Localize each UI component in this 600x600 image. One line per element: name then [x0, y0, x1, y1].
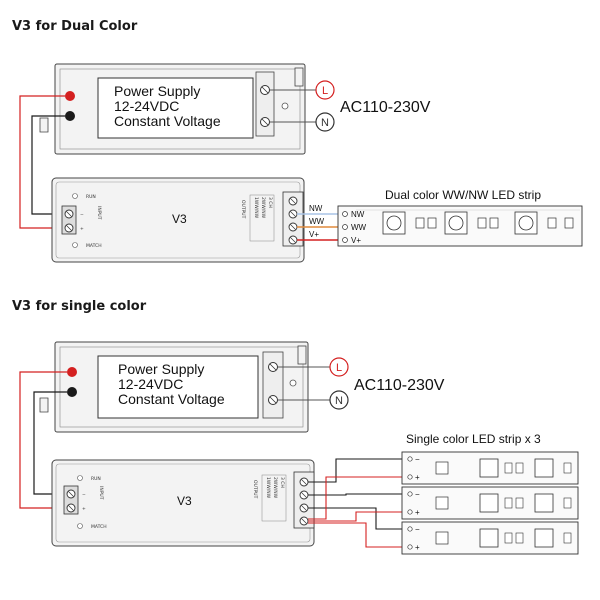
input-plus: + [82, 506, 86, 512]
dc-minus-terminal [67, 387, 77, 397]
run-label: RUN [91, 476, 101, 482]
ps-label-line1: Power Supply [118, 361, 204, 377]
power-supply-single: Power Supply 12-24VDC Constant Voltage [39, 341, 309, 433]
input-minus: − [80, 213, 84, 218]
strip-pad-plus: + [415, 473, 420, 482]
strip-pad-plus: + [415, 508, 420, 517]
black-power-wire [31, 115, 66, 215]
input-plus: + [80, 226, 84, 232]
ps-label-line3: Constant Voltage [114, 113, 221, 129]
single-output-wires [308, 458, 405, 548]
strip-pad-minus: − [415, 525, 420, 534]
output-label: OUTPUT [252, 480, 258, 499]
red-power-wire [19, 371, 68, 509]
wire-label-nw: NW [309, 204, 323, 213]
led-chip [514, 211, 538, 235]
match-label: MATCH [86, 243, 102, 249]
run-label: RUN [86, 194, 96, 200]
single-color-led-strip: − + [401, 521, 579, 555]
input-label: INPUT [96, 206, 102, 220]
led-chip [382, 211, 406, 235]
controller-v3-dual: RUN MATCH − + INPUT V3 OUTPUT 1WW/NW 2WW… [51, 177, 305, 263]
mains-dual: L N AC110-230V [270, 80, 431, 132]
single-color-led-strip: − + [401, 486, 579, 520]
input-minus: − [82, 493, 86, 498]
ps-label-line3: Constant Voltage [118, 391, 225, 407]
output-mode-1: 1WW/NW [253, 197, 259, 219]
ps-label-line1: Power Supply [114, 83, 200, 99]
neutral-label: N [335, 395, 343, 407]
controller-name: V3 [172, 212, 187, 226]
ac-voltage-label: AC110-230V [340, 99, 431, 116]
dc-plus-terminal [65, 91, 75, 101]
output-mode-3: 3 CH [267, 197, 273, 208]
output-mode-2: 2WW/NW [260, 197, 266, 219]
ac-voltage-label: AC110-230V [354, 377, 445, 394]
live-label: L [336, 362, 342, 374]
dual-color-led-strip: NW WW V+ [337, 205, 583, 247]
controller-v3-single: RUN MATCH − + INPUT V3 OUTPUT 1WW/NW 2WW… [51, 459, 315, 547]
live-terminal-icon [329, 357, 349, 377]
output-label: OUTPUT [240, 200, 246, 219]
neutral-terminal-icon [329, 390, 349, 410]
black-power-wire [33, 391, 68, 495]
input-label: INPUT [98, 486, 104, 500]
live-terminal-icon [315, 80, 335, 100]
mains-single: L N AC110-230V [278, 357, 445, 410]
single-color-led-strip: − + [401, 451, 579, 485]
controller-name: V3 [177, 494, 192, 508]
strip-pad-minus: − [415, 455, 420, 464]
strip-title-single: Single color LED strip x 3 [406, 432, 541, 446]
led-chip [444, 211, 468, 235]
ps-label-line2: 12-24VDC [118, 376, 183, 392]
match-label: MATCH [91, 524, 107, 530]
power-supply-dual: Power Supply 12-24VDC Constant Voltage [39, 63, 306, 155]
strip-pad-vplus: V+ [351, 236, 361, 245]
output-mode-1: 1WW/NW [265, 477, 271, 499]
neutral-label: N [321, 117, 329, 129]
wire-label-vplus: V+ [309, 230, 319, 239]
live-label: L [322, 85, 328, 97]
output-mode-2: 2WW/NW [272, 477, 278, 499]
wire-label-ww: WW [309, 217, 325, 226]
output-mode-3: 3 CH [279, 477, 285, 488]
neutral-terminal-icon [315, 112, 335, 132]
red-power-wire [19, 95, 66, 229]
section-heading-single: V3 for single color [12, 299, 147, 314]
dc-minus-terminal [65, 111, 75, 121]
strip-pad-minus: − [415, 490, 420, 499]
strip-title-dual: Dual color WW/NW LED strip [385, 188, 541, 202]
dc-plus-terminal [67, 367, 77, 377]
strip-pad-nw: NW [351, 210, 365, 219]
section-heading-dual: V3 for Dual Color [12, 19, 138, 34]
ps-label-line2: 12-24VDC [114, 98, 179, 114]
strip-pad-plus: + [415, 543, 420, 552]
strip-pad-ww: WW [351, 223, 367, 232]
